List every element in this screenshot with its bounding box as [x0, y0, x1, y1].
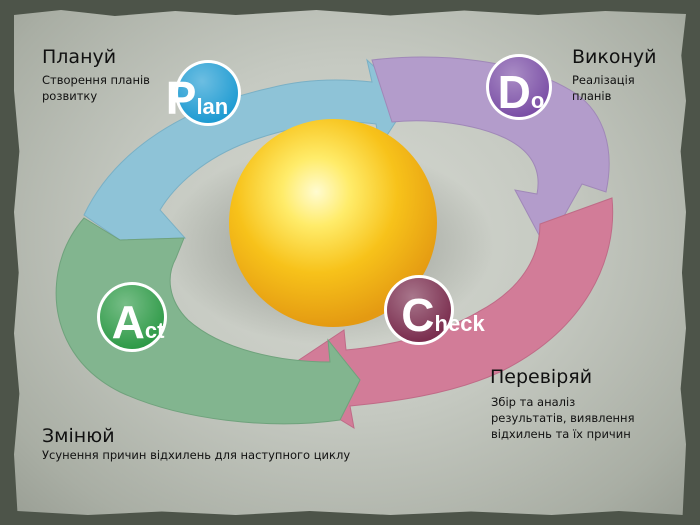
check-arrow — [271, 197, 614, 430]
do-badge-big: D — [498, 66, 531, 118]
do-badge-small: o — [531, 88, 544, 113]
plan-desc-line2: розвитку — [42, 89, 98, 103]
check-desc-line2: результатів, виявлення — [491, 411, 635, 425]
act-badge-small: ct — [145, 318, 165, 343]
do-desc-line2: планів — [572, 89, 612, 103]
plan-title: Планyй — [42, 46, 117, 68]
act-arrow — [55, 217, 361, 425]
plan-badge-big: P — [166, 72, 197, 124]
check-title: Перевіряй — [490, 366, 593, 388]
check-badge-big: C — [401, 289, 434, 341]
plan-badge-small: lan — [196, 94, 228, 119]
act-title: Змінюй — [42, 425, 115, 447]
svg-text:Check: Check — [401, 289, 485, 341]
check-badge-small: heck — [435, 311, 486, 336]
plan-desc-line1: Створення планів — [42, 73, 150, 87]
do-desc-line1: Реалізація — [572, 73, 635, 87]
check-badge: Check — [384, 275, 485, 345]
check-desc-line1: Збір та аналіз — [491, 395, 576, 409]
check-desc-line3: відхилень та їх причин — [491, 427, 631, 441]
act-badge: Act — [97, 282, 167, 352]
act-badge-big: A — [112, 296, 145, 348]
svg-text:Act: Act — [112, 296, 165, 348]
svg-text:Do: Do — [498, 66, 545, 118]
plan-badge: Plan — [166, 60, 241, 126]
act-desc-line1: Усунення причин відхилень для наступного… — [42, 448, 351, 462]
center-sphere — [229, 119, 437, 327]
do-badge: Do — [486, 54, 552, 120]
svg-text:Plan: Plan — [166, 72, 228, 124]
do-title: Виконуй — [572, 46, 657, 68]
